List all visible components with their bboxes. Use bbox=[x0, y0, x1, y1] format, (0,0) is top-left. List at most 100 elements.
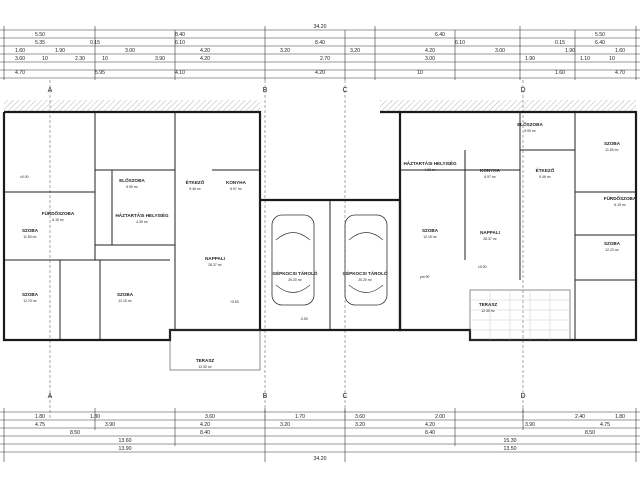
dim-label: 3.60 bbox=[205, 414, 215, 420]
dim-label: 3.90 bbox=[105, 422, 115, 428]
room-area: 6.97 m² bbox=[230, 187, 242, 191]
dim-label: 1.70 bbox=[295, 414, 305, 420]
dim-label: 13.50 bbox=[504, 446, 517, 452]
room-area: 12.30 m² bbox=[481, 309, 495, 313]
dim-label: 4.20 bbox=[425, 422, 435, 428]
dim-label: 8.40 bbox=[175, 32, 185, 38]
room-area: 6.15 m² bbox=[614, 203, 626, 207]
dim-label: 2.00 bbox=[435, 414, 445, 420]
axis-markers: A B C D A B C D bbox=[48, 80, 526, 420]
room-szoba3-left: SZOBA bbox=[117, 292, 134, 297]
axis-label-d-bottom: D bbox=[520, 393, 525, 400]
dim-label: 8.40 bbox=[200, 430, 210, 436]
bottom-total-dim: 34.20 bbox=[314, 456, 327, 462]
dim-label: 3.60 bbox=[15, 56, 25, 62]
dim-label: 5.35 bbox=[35, 40, 45, 46]
room-labels: ELŐSZOBA 5.90 m² FÜRDŐSZOBA 6.15 m² HÁZT… bbox=[22, 121, 637, 369]
garages bbox=[260, 198, 402, 332]
room-szoba2-right: SZOBA bbox=[604, 241, 621, 246]
room-etkezo-left: ÉTKEZŐ bbox=[186, 178, 205, 185]
room-area: 12.15 m² bbox=[423, 235, 437, 239]
room-furdo-left: FÜRDŐSZOBA bbox=[42, 210, 75, 216]
axis-label-a: A bbox=[48, 87, 53, 94]
dim-label: 6.10 bbox=[455, 40, 465, 46]
dim-label: 3.90 bbox=[155, 56, 165, 62]
axis-label-b-bottom: B bbox=[263, 393, 268, 400]
room-area: 6.15 m² bbox=[52, 218, 64, 222]
dim-label: 13.90 bbox=[119, 446, 132, 452]
terrace-right bbox=[469, 289, 571, 341]
dim-label: 1.80 bbox=[615, 414, 625, 420]
bottom-dimension-chain: 1.80 1.80 3.60 1.70 3.60 2.00 2.40 1.80 … bbox=[0, 408, 640, 462]
room-area: 20.20 m² bbox=[358, 278, 372, 282]
terrace-left bbox=[169, 329, 261, 371]
dim-label: 3.00 bbox=[425, 56, 435, 62]
room-area: 12.23 m² bbox=[23, 299, 37, 303]
level-markers: +0.50 -0.50 ±0.00 pm 90 ±0.00 bbox=[20, 175, 487, 321]
dim-label: 13.60 bbox=[119, 438, 132, 444]
dim-label: 1.80 bbox=[35, 414, 45, 420]
dim-label: 8.50 bbox=[585, 430, 595, 436]
room-area: 6.97 m² bbox=[484, 175, 496, 179]
room-area: 12.15 m² bbox=[118, 299, 132, 303]
room-area: 28.37 m² bbox=[483, 237, 497, 241]
dim-label: 3.00 bbox=[125, 48, 135, 54]
dim-label: 2.70 bbox=[320, 56, 330, 62]
dim-label: 1.90 bbox=[565, 48, 575, 54]
dim-label: 6.40 bbox=[595, 40, 605, 46]
dim-label: 0.15 bbox=[555, 40, 565, 46]
room-area: 9.46 m² bbox=[189, 187, 201, 191]
room-garazs-right: GÉPKOCSI TÁROLÓ bbox=[343, 269, 388, 276]
room-area: 4.30 m² bbox=[424, 168, 436, 172]
dim-label: 10 bbox=[42, 56, 48, 62]
room-area: 28.37 m² bbox=[208, 263, 222, 267]
level-marker: -0.50 bbox=[300, 317, 308, 321]
dim-label: 5.50 bbox=[35, 32, 45, 38]
axis-label-c: C bbox=[342, 87, 347, 94]
room-eloszoba-left: ELŐSZOBA bbox=[119, 177, 145, 183]
dim-label: 10 bbox=[417, 70, 423, 76]
dim-label: 3.20 bbox=[280, 422, 290, 428]
axis-label-d: D bbox=[520, 87, 525, 94]
dim-label: 2.30 bbox=[75, 56, 85, 62]
room-nappali-right: NAPPALI bbox=[480, 230, 500, 235]
dim-label: 4.75 bbox=[600, 422, 610, 428]
dim-label: 4.70 bbox=[15, 70, 25, 76]
room-etkezo-right: ÉTKEZŐ bbox=[536, 166, 555, 173]
right-unit-walls bbox=[380, 110, 638, 342]
dim-label: 3.20 bbox=[355, 422, 365, 428]
dim-label: 3.20 bbox=[280, 48, 290, 54]
room-area: 12.30 m² bbox=[198, 365, 212, 369]
dim-label: 5.95 bbox=[95, 70, 105, 76]
room-konyha-right: KONYHA bbox=[480, 168, 501, 173]
room-szoba2-left: SZOBA bbox=[22, 292, 39, 297]
dim-label: 1.60 bbox=[15, 48, 25, 54]
dim-label: 4.10 bbox=[175, 70, 185, 76]
level-marker: +0.50 bbox=[230, 300, 239, 304]
room-area: 12.23 m² bbox=[605, 248, 619, 252]
dim-label: 8.40 bbox=[315, 40, 325, 46]
room-area: 11.50 m² bbox=[605, 148, 619, 152]
dim-label: 1.60 bbox=[555, 70, 565, 76]
top-total-dim: 34.20 bbox=[314, 24, 327, 30]
dim-label: 5.50 bbox=[595, 32, 605, 38]
room-haztartasi-left: HÁZTARTÁSI HELYISÉG bbox=[115, 211, 169, 218]
room-terasz-left: TERASZ bbox=[196, 358, 215, 363]
room-area: 5.90 m² bbox=[524, 129, 536, 133]
room-szoba1-right: SZOBA bbox=[604, 141, 621, 146]
car-icon bbox=[344, 214, 388, 306]
dim-label: 1.10 bbox=[580, 56, 590, 62]
axis-label-b: B bbox=[263, 87, 268, 94]
dim-label: 8.50 bbox=[70, 430, 80, 436]
dim-label: 6.10 bbox=[175, 40, 185, 46]
room-konyha-left: KONYHA bbox=[226, 180, 247, 185]
dim-label: 4.20 bbox=[200, 422, 210, 428]
room-terasz-right: TERASZ bbox=[479, 302, 498, 307]
level-marker: ±0.00 bbox=[478, 265, 487, 269]
dim-label: 4.20 bbox=[200, 48, 210, 54]
dim-label: 4.20 bbox=[315, 70, 325, 76]
dim-label: 6.40 bbox=[435, 32, 445, 38]
level-marker: pm 90 bbox=[420, 275, 430, 279]
dim-label: 10 bbox=[609, 56, 615, 62]
room-eloszoba-right: ELŐSZOBA bbox=[517, 121, 543, 127]
